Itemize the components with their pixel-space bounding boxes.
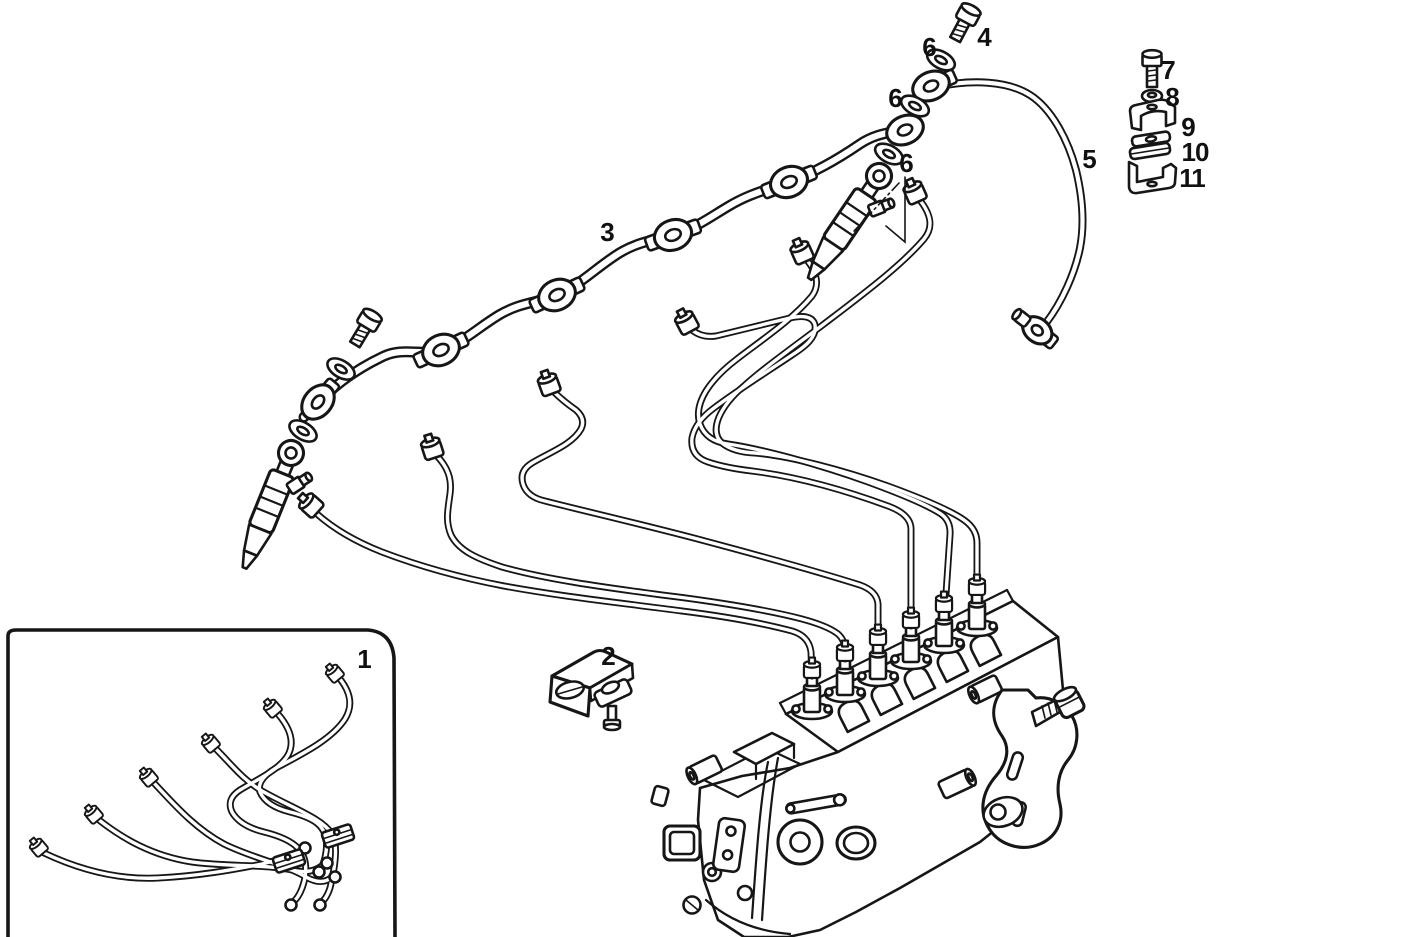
pump-end-plate <box>937 674 1086 849</box>
banjo-stack-middle <box>853 0 984 244</box>
callout-9: 9 <box>1181 112 1196 142</box>
callout-11: 11 <box>1179 163 1205 193</box>
banjo-stack-left <box>284 304 385 448</box>
callout-4: 4 <box>977 22 992 52</box>
callout-8: 8 <box>1165 82 1180 112</box>
clamp-hardware-stack <box>1127 48 1178 195</box>
callout-1: 1 <box>357 644 372 674</box>
injection-pump <box>650 587 1086 937</box>
callout-2: 2 <box>601 641 616 671</box>
callout-5: 5 <box>1082 144 1097 174</box>
callout-3: 3 <box>600 217 615 247</box>
callout-6c: 6 <box>899 148 914 178</box>
injection-pipes <box>292 174 987 678</box>
rail-end-banjo-left <box>293 376 343 428</box>
banjo-bolt-left <box>344 304 385 352</box>
clamp-lower-bracket <box>1127 160 1178 195</box>
assembly-leader-line <box>853 176 906 244</box>
callout-10: 10 <box>1181 137 1210 167</box>
clamp-bolt <box>1141 48 1163 89</box>
inset-pipe-set <box>25 659 357 912</box>
callout-7: 7 <box>1161 55 1176 85</box>
clamp-upper-bracket <box>1128 98 1177 132</box>
callout-6b: 6 <box>888 83 903 113</box>
return-pipe <box>936 82 1083 350</box>
drive-shaft-nut <box>1052 685 1086 720</box>
clamp-middle-halves <box>1128 130 1172 161</box>
pump-governor-housing <box>650 731 877 936</box>
callout-6a: 6 <box>922 32 937 62</box>
return-pipe-end-banjo <box>906 63 958 109</box>
pipe-clamp-bracket <box>548 648 635 732</box>
inset-box <box>6 628 397 937</box>
return-pipe-banjo <box>1011 307 1060 350</box>
